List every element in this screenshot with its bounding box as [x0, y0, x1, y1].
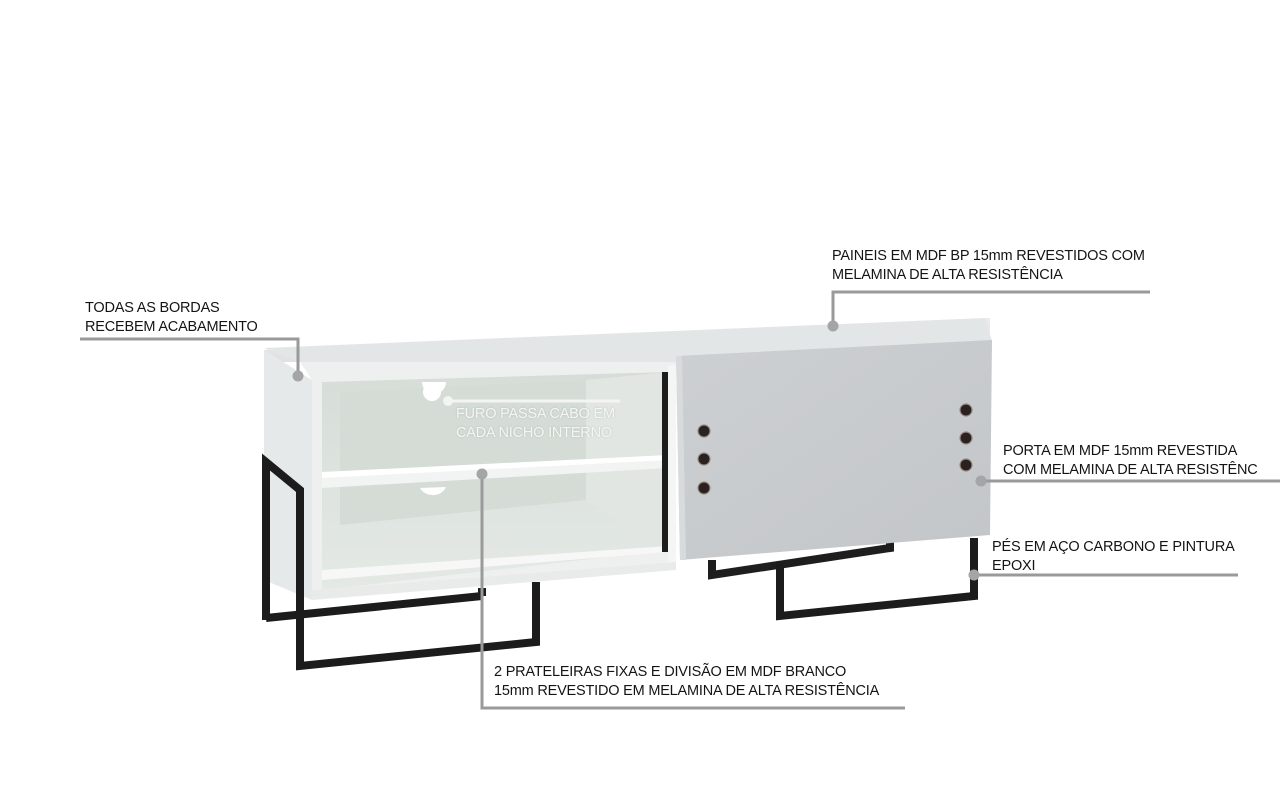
callout-edges-line-1: TODAS AS BORDAS: [85, 300, 220, 316]
door-holes-left: [697, 424, 711, 495]
callout-cable-hole: FURO PASSA CABO EM CADA NICHO INTERNO: [456, 405, 615, 443]
callout-panels: PAINEIS EM MDF BP 15mm REVESTIDOS COM ME…: [832, 247, 1145, 285]
leader-panels: [831, 290, 1150, 324]
callout-shelves-line-2: 15mm REVESTIDO EM MELAMINA DE ALTA RESIS…: [494, 683, 880, 699]
callout-door-line-2: COM MELAMINA DE ALTA RESISTÊNC: [1003, 462, 1258, 478]
leader-edges: [80, 337, 300, 374]
marker-shelves-dot-icon: [476, 468, 488, 480]
leader-shelves: [480, 474, 905, 710]
callout-cable-hole-line-2: CADA NICHO INTERNO: [456, 425, 612, 441]
callout-shelves-line-1: 2 PRATELEIRAS FIXAS E DIVISÃO EM MDF BRA…: [494, 664, 847, 680]
callout-panels-line-1: PAINEIS EM MDF BP 15mm REVESTIDOS COM: [832, 248, 1145, 264]
callout-legs: PÉS EM AÇO CARBONO E PINTURA EPOXI: [992, 538, 1235, 576]
marker-panels-dot-icon: [827, 320, 839, 332]
sliding-door: [676, 340, 992, 560]
callout-legs-line-2: EPOXI: [992, 558, 1036, 574]
callout-legs-line-1: PÉS EM AÇO CARBONO E PINTURA: [992, 539, 1235, 555]
marker-cable-hole-dot-icon: [443, 396, 453, 406]
middle-shelf: [322, 458, 668, 488]
marker-legs-dot-icon: [968, 569, 980, 581]
marker-edges-dot-icon: [292, 370, 304, 382]
marker-door-dot-icon: [975, 475, 987, 487]
callout-edges: TODAS AS BORDAS RECEBEM ACABAMENTO: [85, 299, 258, 337]
callout-door-line-1: PORTA EM MDF 15mm REVESTIDA: [1003, 443, 1238, 459]
door-holes-right: [959, 403, 973, 472]
callout-panels-line-2: MELAMINA DE ALTA RESISTÊNCIA: [832, 267, 1063, 283]
callout-shelves: 2 PRATELEIRAS FIXAS E DIVISÃO EM MDF BRA…: [494, 663, 879, 701]
back-legs: [708, 540, 894, 580]
callout-edges-line-2: RECEBEM ACABAMENTO: [85, 319, 258, 335]
callout-cable-hole-line-1: FURO PASSA CABO EM: [456, 406, 615, 422]
callout-door: PORTA EM MDF 15mm REVESTIDA COM MELAMINA…: [1003, 442, 1258, 480]
